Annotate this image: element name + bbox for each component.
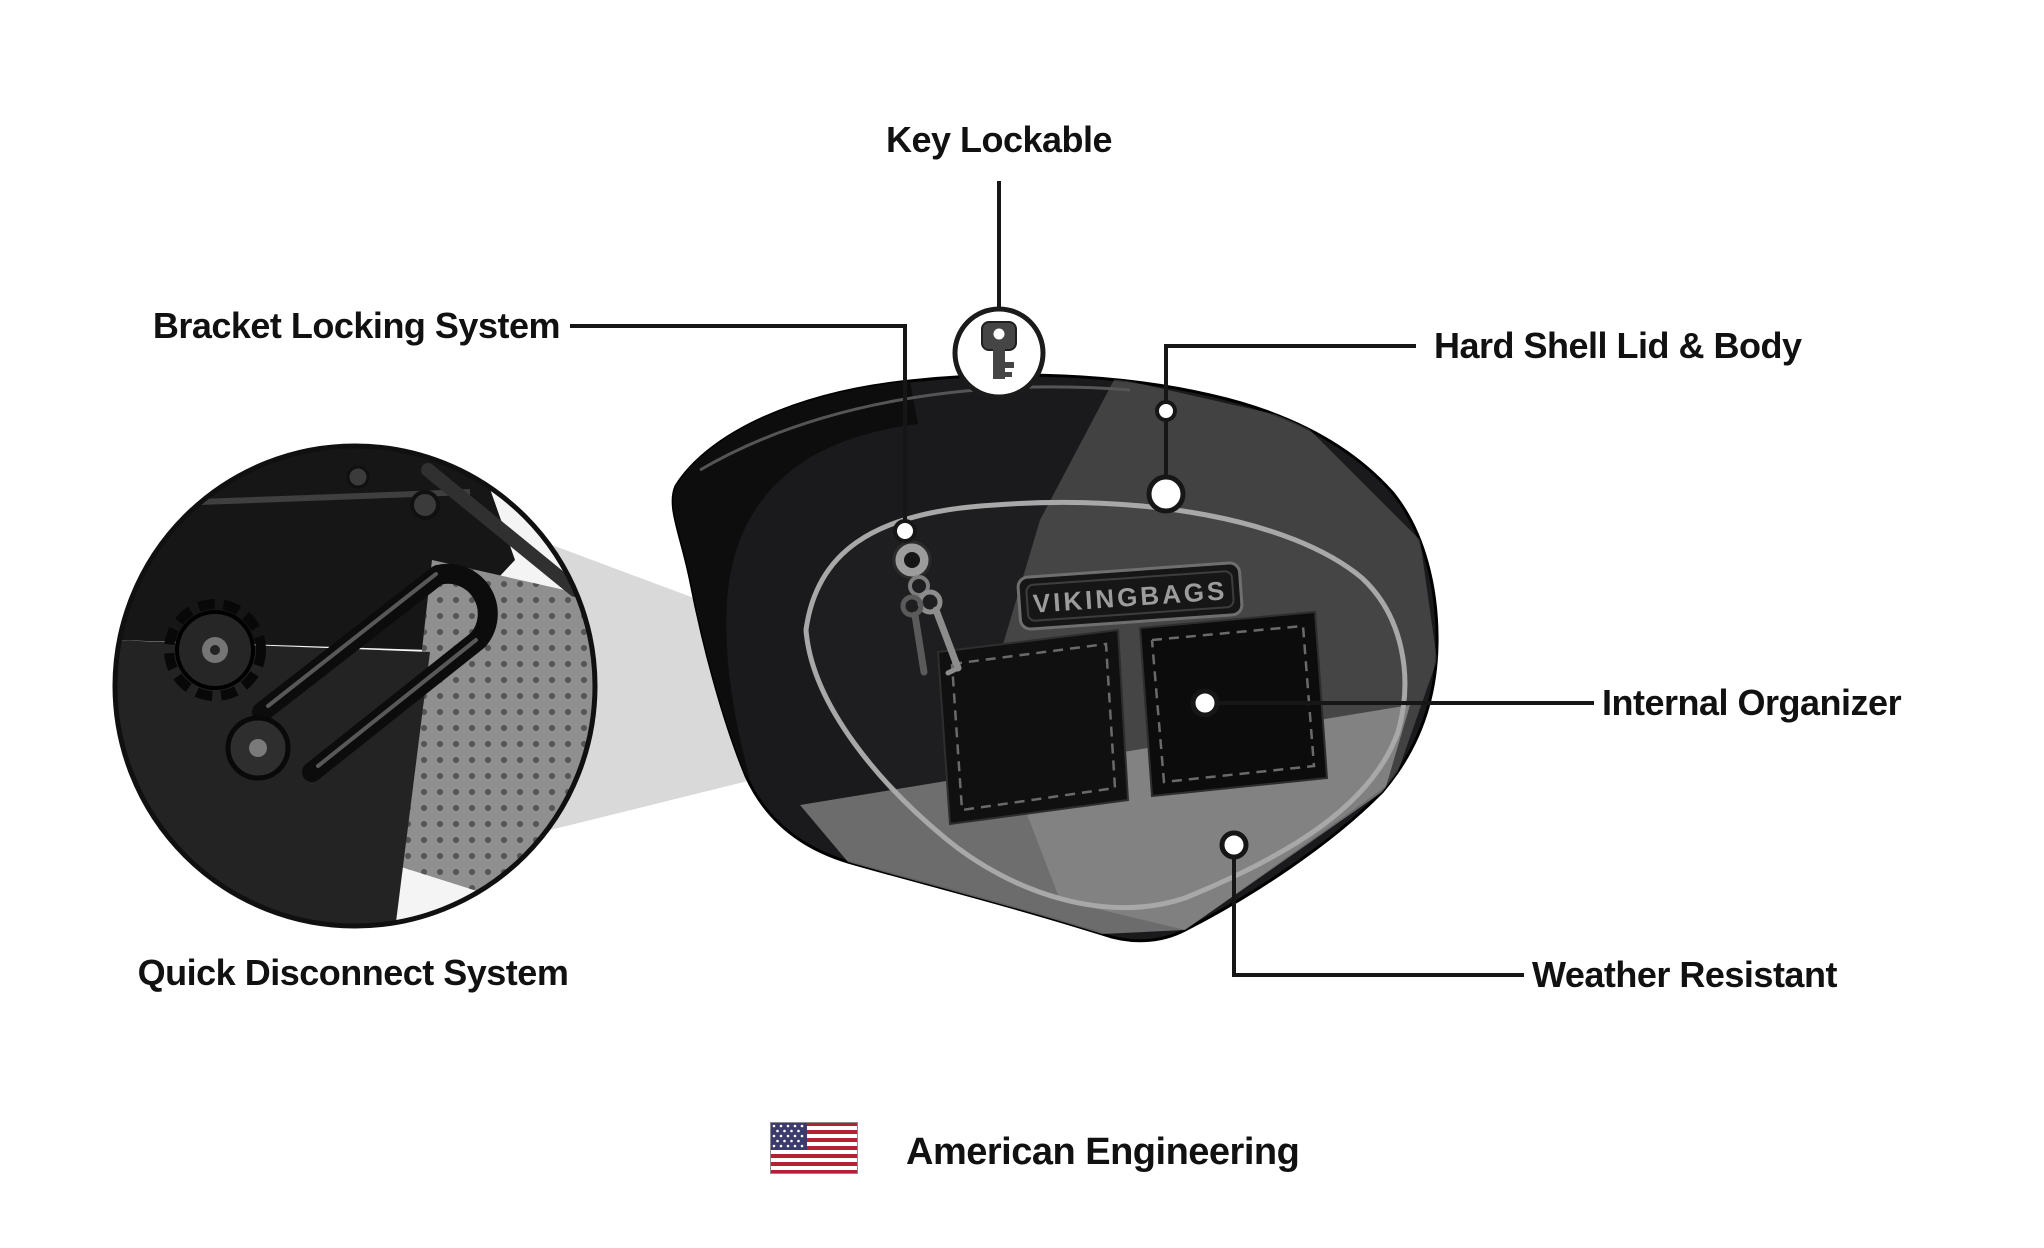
weather-resistant-label: Weather Resistant: [1532, 954, 1837, 995]
hard-shell-marker-small: [1155, 400, 1177, 422]
keyhole-icon: [892, 540, 962, 676]
lid-seam-trim: [803, 499, 1408, 911]
inset-hardware-base: [115, 640, 430, 926]
inset-screw-small: [346, 465, 370, 489]
zoom-detail-circle-icon: [112, 443, 598, 929]
key-lockable-label: Key Lockable: [885, 119, 1113, 160]
hard-shell-marker-large: [1146, 474, 1186, 514]
inset-screw: [410, 490, 440, 520]
bracket-locking-line: [570, 324, 907, 521]
pocket-right-stitching: [1150, 624, 1316, 784]
saddlebag: VIKINGBAGS: [671, 373, 1439, 943]
inset-locking-knobs: [164, 599, 291, 781]
inset-perforation-dots: [398, 560, 595, 926]
saddlebag-left-edge: [673, 381, 918, 778]
key-icon: [952, 306, 1046, 400]
internal-organizer-label: Internal Organizer: [1602, 682, 1902, 723]
us-flag-icon: [770, 1122, 858, 1174]
pocket-left-stitching: [950, 642, 1117, 812]
bracket-locking-marker: [893, 519, 917, 543]
hard-shell-line: [1164, 344, 1416, 477]
bracket-locking-label: Bracket Locking System: [152, 305, 561, 346]
inset-circle-outline: [112, 443, 598, 929]
inset-support-rod: [421, 463, 582, 597]
weather-resistant-line: [1232, 857, 1524, 977]
brand-badge: VIKINGBAGS: [1016, 561, 1244, 631]
american-engineering-label: American Engineering: [906, 1131, 1300, 1173]
internal-organizer-marker: [1190, 688, 1220, 718]
hard-shell-label: Hard Shell Lid & Body: [1434, 325, 1802, 366]
quick-disconnect-label: Quick Disconnect System: [137, 952, 569, 993]
pocket-left: [936, 628, 1130, 826]
weather-resistant-marker: [1219, 830, 1249, 860]
inset-u-bracket: [252, 563, 498, 782]
callout-lines: [570, 181, 1594, 977]
